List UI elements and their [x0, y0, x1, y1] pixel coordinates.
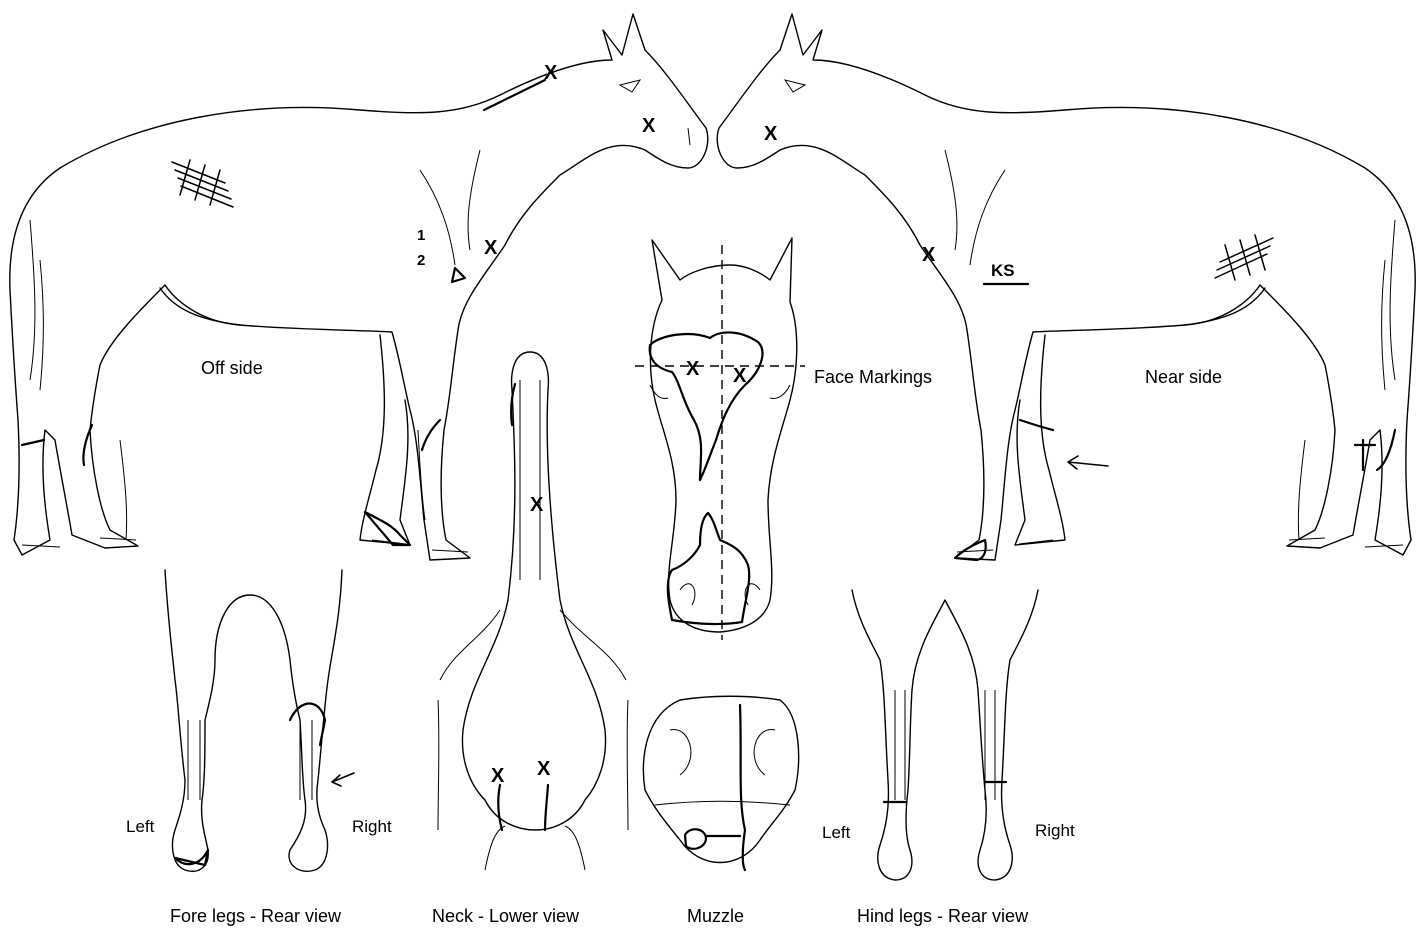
- near-leg-arrow: [1068, 456, 1108, 469]
- whorl-mark: X: [686, 359, 699, 379]
- hind-right-label: Right: [1035, 821, 1075, 841]
- face-markings-label: Face Markings: [814, 367, 932, 388]
- hatched-brand-mark: [1215, 235, 1273, 280]
- brand-text: KS: [991, 262, 1015, 279]
- whorl-mark: X: [764, 124, 777, 144]
- face-view: [635, 238, 805, 640]
- fore-right-label: Right: [352, 817, 392, 837]
- fore-legs-label: Fore legs - Rear view: [170, 906, 341, 927]
- hatched-brand-mark: [172, 160, 233, 207]
- whorl-mark: X: [484, 238, 497, 258]
- hind-left-label: Left: [822, 823, 850, 843]
- hind-legs-view: [852, 590, 1038, 880]
- mark-number-1: 1: [417, 228, 425, 243]
- hind-legs-label: Hind legs - Rear view: [857, 906, 1028, 927]
- neck-view: [438, 352, 628, 870]
- off-side-horse: [10, 14, 708, 560]
- muzzle-view: [643, 696, 798, 870]
- fore-left-label: Left: [126, 817, 154, 837]
- near-side-label: Near side: [1145, 367, 1222, 388]
- whorl-mark: X: [922, 245, 935, 265]
- off-side-label: Off side: [201, 358, 263, 379]
- fore-legs-view: [165, 570, 354, 871]
- whorl-mark: X: [537, 759, 550, 779]
- whorl-mark: X: [530, 495, 543, 515]
- whorl-mark: X: [491, 766, 504, 786]
- whorl-mark: X: [733, 366, 746, 386]
- neck-label: Neck - Lower view: [432, 906, 579, 927]
- muzzle-label: Muzzle: [687, 906, 744, 927]
- whorl-mark: X: [642, 116, 655, 136]
- whorl-mark: X: [544, 63, 557, 83]
- mark-number-2: 2: [417, 253, 425, 268]
- near-side-horse: [717, 14, 1415, 560]
